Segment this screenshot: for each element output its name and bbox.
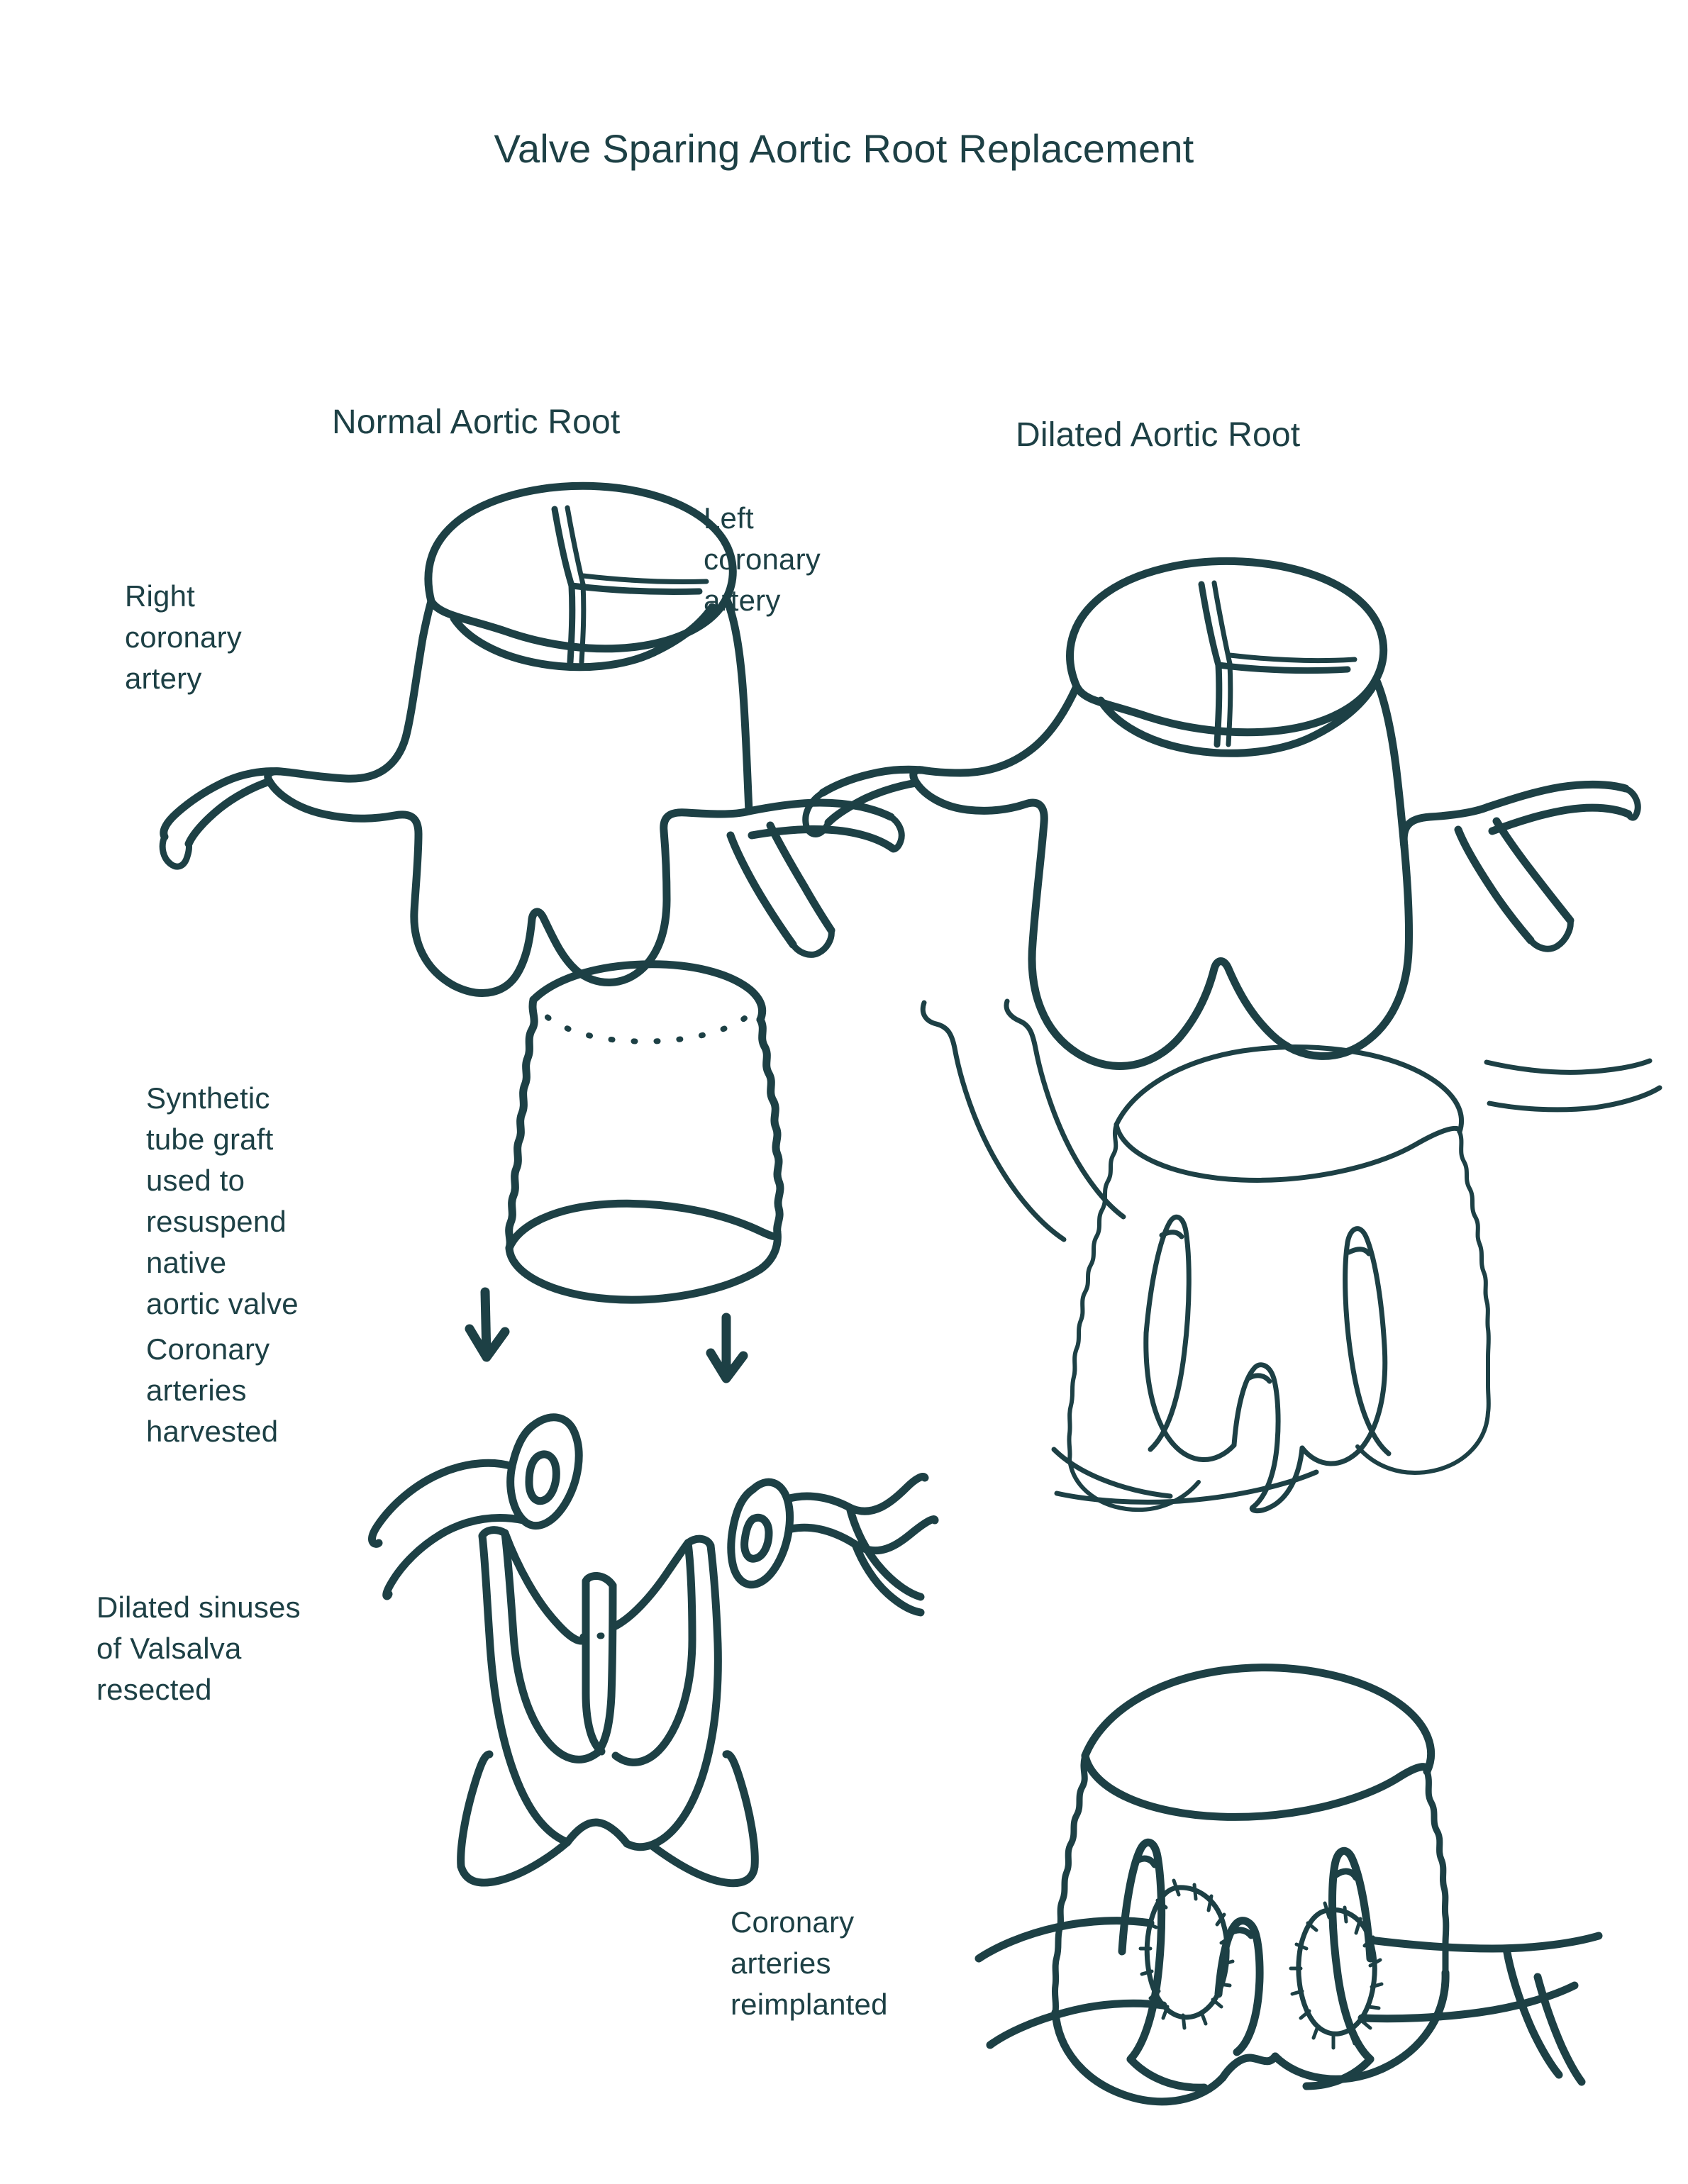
label-synthetic-tube-graft: Synthetic tube graft used to resuspend n… <box>146 1081 299 1320</box>
illustration-dilated-aortic-root <box>802 557 1641 1071</box>
label-coronary-arteries-reimplanted: Coronary arteries reimplanted <box>731 1905 888 2021</box>
heading-normal-aortic-root: Normal Aortic Root <box>332 403 621 441</box>
illustration-synthetic-tube-graft <box>505 960 784 1304</box>
illustration-graft-with-resuspended-valve <box>920 998 1662 1514</box>
illustration-completed-repair <box>975 1664 1603 2106</box>
label-left-coronary-artery: Left coronary artery <box>704 501 821 617</box>
page-title: Valve Sparing Aortic Root Replacement <box>494 126 1194 171</box>
illustration-resected-valve <box>457 1526 759 1888</box>
illustration-normal-aortic-root <box>159 481 905 997</box>
illustration-harvested-coronary-buttons <box>368 1413 939 1617</box>
arrow-down-left <box>465 1287 510 1362</box>
label-right-coronary-artery: Right coronary artery <box>125 579 243 695</box>
label-dilated-sinuses-resected: Dilated sinuses of Valsalva resected <box>96 1590 301 1706</box>
label-coronary-arteries-harvested: Coronary arteries harvested <box>146 1332 279 1448</box>
arrow-down-right <box>706 1313 748 1383</box>
heading-dilated-aortic-root: Dilated Aortic Root <box>1016 416 1301 454</box>
